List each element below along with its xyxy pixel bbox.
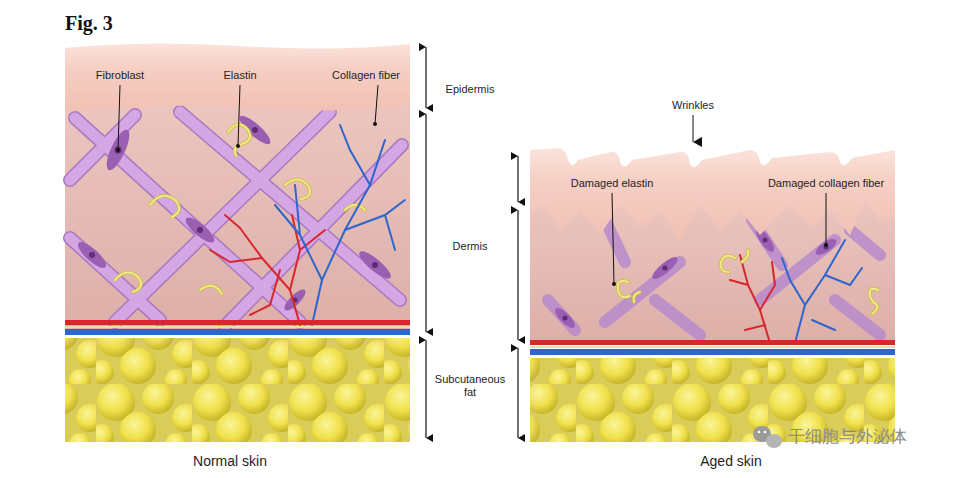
part-label: Elastin [223, 69, 256, 82]
part-label: Damaged collagen fiber [768, 177, 884, 190]
subcutaneous-fat-layer [65, 338, 410, 442]
dermis-layer [65, 100, 410, 335]
blood-vessels [730, 240, 862, 343]
panel-caption: Normal skin [193, 453, 267, 470]
aged-skin [530, 148, 895, 442]
watermark-icon [753, 426, 782, 448]
dimension-arrows [426, 47, 518, 438]
artery-band [530, 340, 895, 345]
part-label: Damaged elastin [571, 177, 654, 190]
epidermis-layer [65, 43, 410, 112]
collagen-fibers [70, 112, 402, 326]
leader-lines [116, 85, 828, 286]
panel-caption: Aged skin [700, 453, 761, 470]
layer-label: Epidermis [446, 83, 495, 96]
normal-skin [65, 43, 410, 442]
blood-vessels [210, 125, 405, 325]
part-label: Wrinkles [672, 99, 714, 112]
fibroblasts [75, 112, 395, 313]
vein-band [530, 349, 895, 355]
artery-band [65, 320, 410, 325]
band-edge [530, 346, 895, 348]
vein-band [65, 329, 410, 335]
part-label: Collagen fiber [332, 69, 400, 82]
band-edge [65, 326, 410, 328]
fibroblasts [552, 226, 838, 331]
layer-label: Dermis [453, 240, 488, 253]
figure-title: Fig. 3 [65, 12, 113, 35]
layer-label: Subcutaneous fat [431, 373, 509, 399]
part-label: Fibroblast [96, 69, 144, 82]
epidermis-layer [530, 148, 895, 240]
damaged-elastin-fibers [618, 250, 878, 314]
watermark: 干细胞与外泌体 [788, 427, 907, 447]
